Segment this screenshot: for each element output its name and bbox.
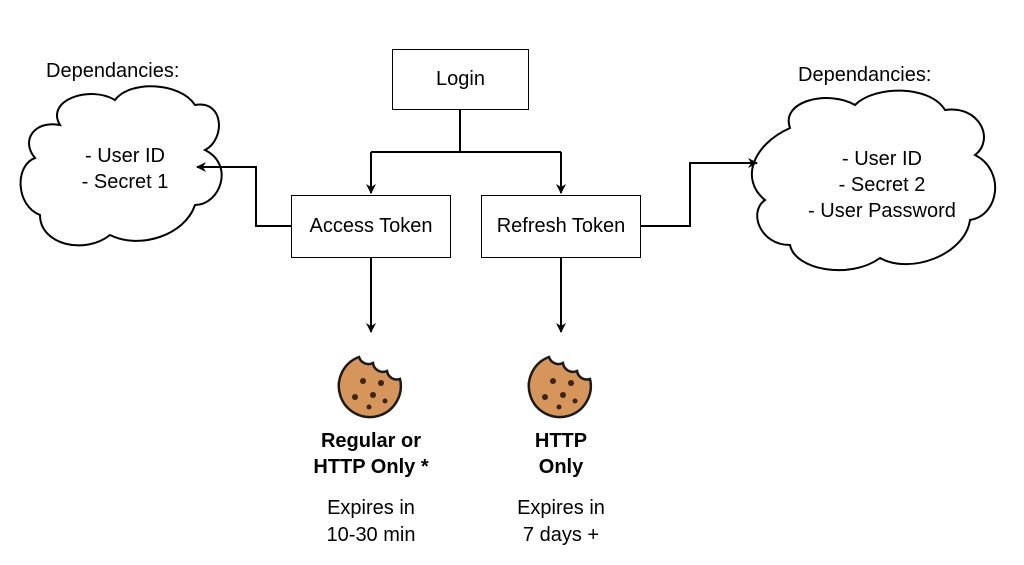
- cookie-expiry-line: Expires in: [327, 497, 415, 519]
- cloud-shape-right: [750, 89, 997, 272]
- dependencies-left-title: Dependancies:: [46, 60, 180, 82]
- dependencies-left-list: - User ID - Secret 1: [60, 143, 190, 195]
- dependency-item: - User Password: [808, 200, 956, 222]
- dependency-item: - Secret 2: [838, 174, 926, 196]
- cookie-type-line: Only: [538, 456, 584, 478]
- refresh-cookie-expiry: Expires in 7 days +: [486, 495, 636, 549]
- cookie-expiry-line: 10-30 min: [326, 524, 416, 546]
- cookie-type-line: HTTP: [534, 430, 588, 452]
- cookie-icon: [337, 355, 402, 419]
- dependency-item: - User ID: [85, 145, 165, 167]
- cookie-type-line: Regular or: [320, 430, 422, 452]
- dependency-item: - User ID: [842, 148, 922, 170]
- access-cookie-expiry: Expires in 10-30 min: [296, 495, 446, 549]
- access-token-node: Access Token: [291, 195, 451, 258]
- refresh-token-node: Refresh Token: [481, 195, 641, 258]
- refresh-cookie-type: HTTP Only: [486, 428, 636, 480]
- cloud-shape-left: [19, 85, 223, 247]
- login-node: Login: [392, 49, 529, 110]
- dependencies-right-title: Dependancies:: [798, 64, 932, 86]
- cookie-type-line: HTTP Only *: [313, 456, 429, 478]
- cookie-expiry-line: 7 days +: [522, 524, 600, 546]
- dependencies-right-list: - User ID - Secret 2 - User Password: [782, 146, 982, 224]
- cookie-icon: [527, 355, 592, 419]
- access-cookie-type: Regular or HTTP Only *: [296, 428, 446, 480]
- dependency-item: - Secret 1: [81, 171, 169, 193]
- cookie-expiry-line: Expires in: [517, 497, 605, 519]
- connector-lines: [196, 110, 758, 333]
